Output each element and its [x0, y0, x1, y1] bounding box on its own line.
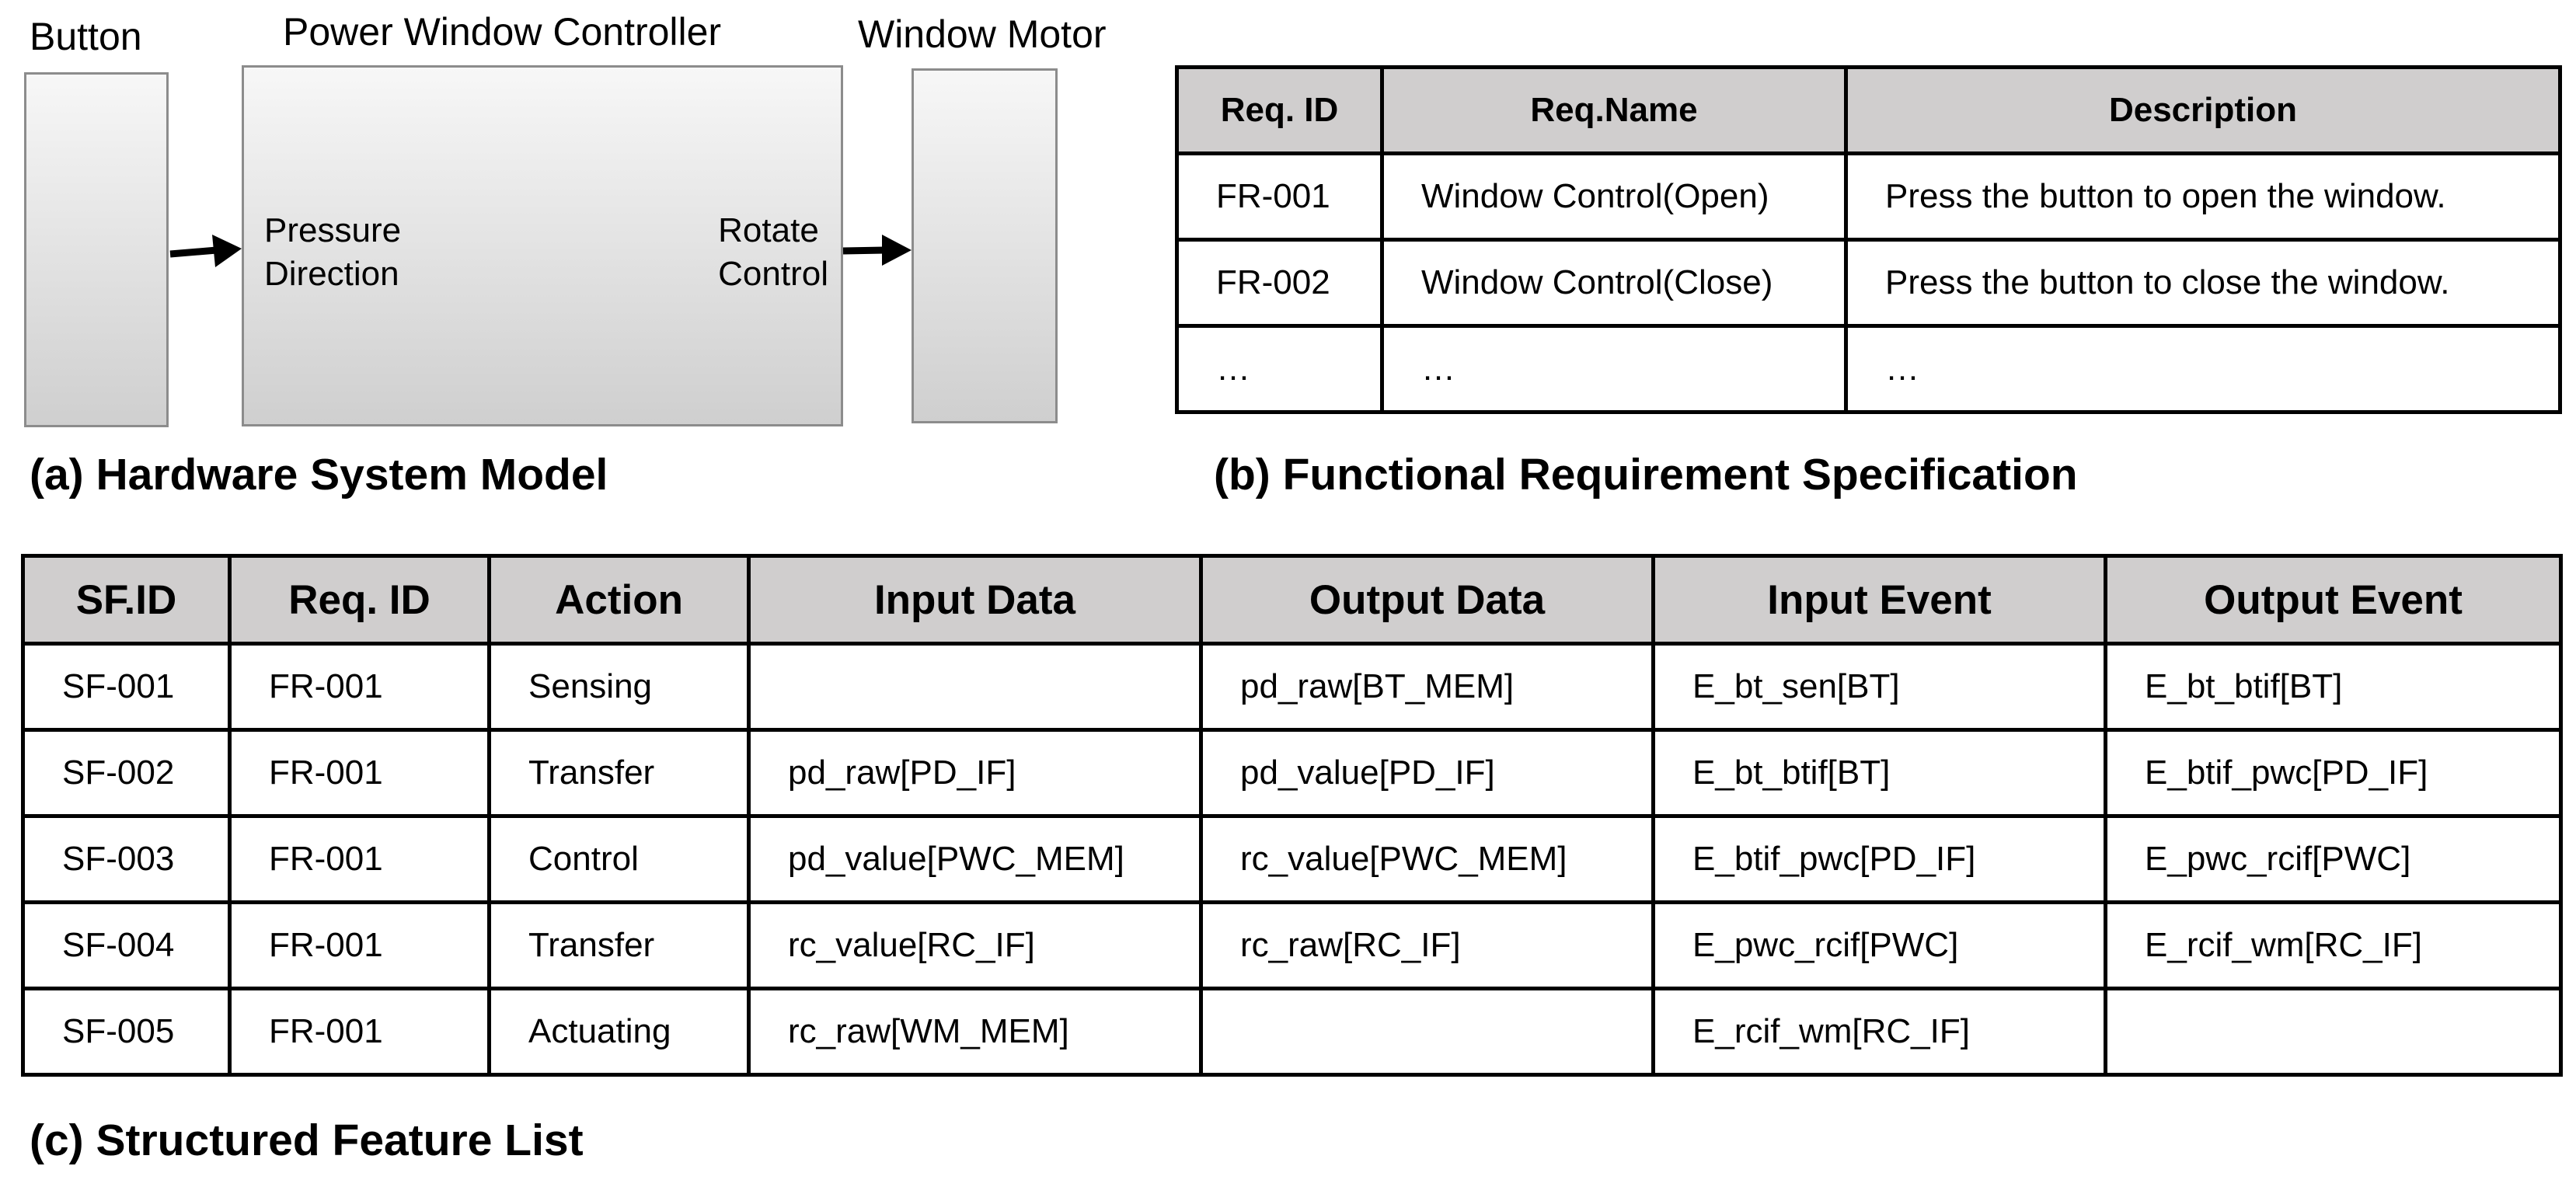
feature-cell: pd_raw[PD_IF]: [747, 728, 1203, 818]
requirement-cell: …: [1380, 324, 1848, 414]
output-port-label: Rotate Control: [718, 209, 828, 296]
feature-column-header: SF.ID: [21, 554, 232, 646]
feature-cell: pd_value[PWC_MEM]: [747, 814, 1203, 904]
feature-cell: E_bt_btif[BT]: [2104, 642, 2563, 732]
feature-cell: E_rcif_wm[RC_IF]: [2104, 900, 2563, 990]
feature-cell: E_btif_pwc[PD_IF]: [1651, 814, 2107, 904]
feature-column-header: Output Event: [2104, 554, 2563, 646]
feature-cell: pd_value[PD_IF]: [1199, 728, 1655, 818]
feature-cell: E_btif_pwc[PD_IF]: [2104, 728, 2563, 818]
requirement-cell: …: [1844, 324, 2562, 414]
requirement-cell: Press the button to close the window.: [1844, 238, 2562, 328]
feature-cell: SF-003: [21, 814, 232, 904]
feature-column-header: Action: [487, 554, 751, 646]
feature-cell: Control: [487, 814, 751, 904]
motor-block: [912, 68, 1058, 423]
requirement-cell: Window Control(Close): [1380, 238, 1848, 328]
input-port-line1: Pressure: [264, 211, 402, 249]
requirement-row: ………: [1175, 324, 2562, 414]
feature-cell: FR-001: [228, 900, 491, 990]
feature-cell: [747, 642, 1203, 732]
feature-cell: [1199, 987, 1655, 1077]
feature-cell: SF-004: [21, 900, 232, 990]
output-port-line2: Control: [718, 255, 828, 293]
feature-cell: rc_raw[WM_MEM]: [747, 987, 1203, 1077]
requirement-column-header: Description: [1844, 65, 2562, 155]
feature-cell: rc_value[RC_IF]: [747, 900, 1203, 990]
feature-cell: FR-001: [228, 728, 491, 818]
feature-cell: pd_raw[BT_MEM]: [1199, 642, 1655, 732]
feature-cell: E_pwc_rcif[PWC]: [1651, 900, 2107, 990]
feature-cell: Transfer: [487, 728, 751, 818]
output-port-line1: Rotate: [718, 211, 819, 249]
feature-cell: FR-001: [228, 987, 491, 1077]
feature-column-header: Output Data: [1199, 554, 1655, 646]
feature-cell: SF-005: [21, 987, 232, 1077]
motor-title: Window Motor: [858, 12, 1107, 56]
feature-cell: FR-001: [228, 642, 491, 732]
controller-block: Pressure Direction Rotate Control: [242, 65, 843, 426]
feature-cell: [2104, 987, 2563, 1077]
hardware-model-caption: (a) Hardware System Model: [30, 450, 608, 499]
button-block: [24, 72, 169, 427]
input-port-line2: Direction: [264, 255, 399, 293]
requirement-caption: (b) Functional Requirement Specification: [1214, 450, 2078, 499]
feature-cell: Transfer: [487, 900, 751, 990]
feature-cell: E_bt_btif[BT]: [1651, 728, 2107, 818]
feature-cell: rc_value[PWC_MEM]: [1199, 814, 1655, 904]
feature-cell: Sensing: [487, 642, 751, 732]
input-port-label: Pressure Direction: [264, 209, 401, 296]
feature-cell: E_rcif_wm[RC_IF]: [1651, 987, 2107, 1077]
requirement-column-header: Req. ID: [1175, 65, 1384, 155]
feature-column-header: Input Data: [747, 554, 1203, 646]
feature-column-header: Req. ID: [228, 554, 491, 646]
feature-list-caption: (c) Structured Feature List: [30, 1116, 584, 1165]
feature-cell: Actuating: [487, 987, 751, 1077]
requirement-column-header: Req.Name: [1380, 65, 1848, 155]
controller-title: Power Window Controller: [283, 10, 722, 54]
requirement-cell: FR-002: [1175, 238, 1384, 328]
requirement-cell: Window Control(Open): [1380, 151, 1848, 242]
arrow-button-to-controller: [169, 235, 242, 267]
feature-cell: SF-001: [21, 642, 232, 732]
feature-cell: E_pwc_rcif[PWC]: [2104, 814, 2563, 904]
requirement-cell: FR-001: [1175, 151, 1384, 242]
feature-cell: FR-001: [228, 814, 491, 904]
feature-cell: rc_raw[RC_IF]: [1199, 900, 1655, 990]
button-title: Button: [30, 15, 142, 58]
feature-cell: E_bt_sen[BT]: [1651, 642, 2107, 732]
arrow-controller-to-motor: [842, 235, 912, 266]
feature-cell: SF-002: [21, 728, 232, 818]
requirement-cell: Press the button to open the window.: [1844, 151, 2562, 242]
feature-column-header: Input Event: [1651, 554, 2107, 646]
requirement-cell: …: [1175, 324, 1384, 414]
